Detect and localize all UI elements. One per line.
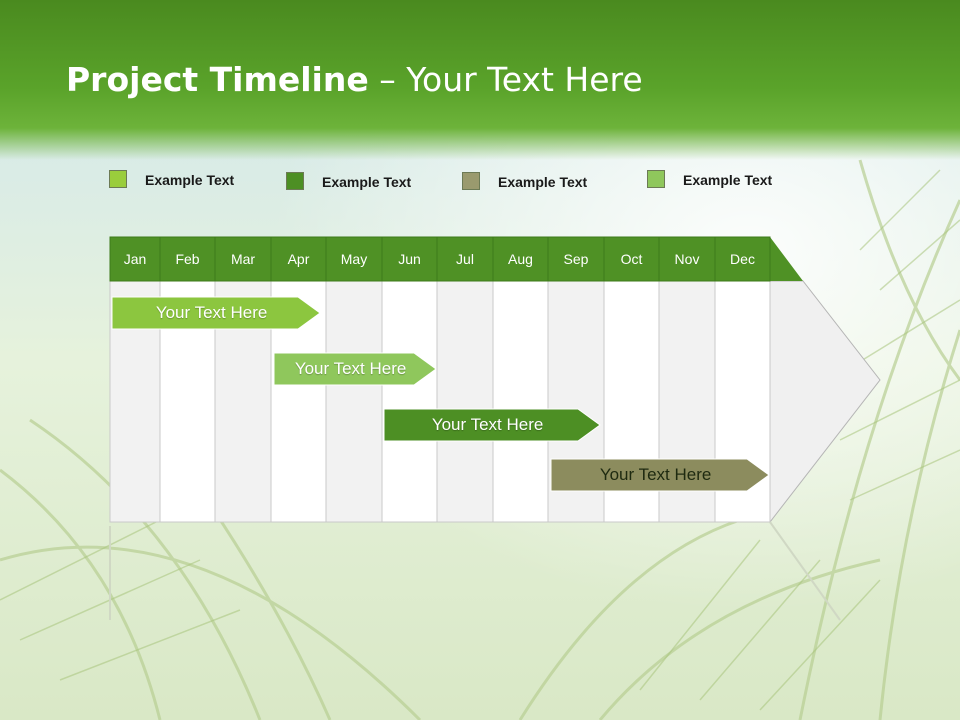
legend-swatch — [647, 170, 665, 188]
page-title: Project Timeline – Your Text Here — [66, 60, 643, 99]
arrow-head-cap — [770, 237, 803, 281]
month-label: Apr — [287, 251, 310, 267]
legend-label: Example Text — [498, 174, 588, 190]
month-label: Aug — [508, 251, 533, 267]
month-label: Sep — [563, 251, 589, 267]
task-bar — [550, 458, 770, 492]
task-label: Your Text Here — [431, 415, 544, 434]
task-bar — [111, 296, 321, 330]
month-label: Feb — [175, 251, 200, 267]
month-label: Nov — [674, 251, 700, 267]
month-header-cell — [714, 236, 771, 282]
month-header-cell — [658, 236, 716, 282]
legend-swatch — [109, 170, 127, 188]
month-label: Jan — [123, 251, 147, 267]
month-label: May — [340, 251, 368, 267]
month-column — [381, 280, 438, 523]
task-label: Your Text Here — [155, 303, 268, 322]
task-label: Your Text Here — [599, 465, 712, 484]
arrow-head — [769, 280, 881, 524]
title-bold: Project Timeline — [66, 60, 369, 99]
task-bar — [383, 408, 601, 442]
legend-swatch — [462, 172, 480, 190]
month-label: Mar — [230, 251, 256, 267]
reflection-line — [769, 521, 841, 621]
month-column — [436, 280, 494, 523]
legend-label: Example Text — [322, 174, 412, 190]
month-header-cell — [492, 236, 549, 282]
month-header-cell — [214, 236, 272, 282]
month-header-cell — [109, 236, 161, 282]
legend-label: Example Text — [683, 172, 773, 188]
task-label: Your Text Here — [294, 359, 407, 378]
title-rest: – Your Text Here — [368, 60, 643, 99]
month-header-cell — [603, 236, 660, 282]
month-column — [325, 280, 383, 523]
month-label: Oct — [620, 251, 643, 267]
task-bar — [273, 352, 437, 386]
month-column — [492, 280, 549, 523]
month-label: Jun — [398, 251, 421, 267]
month-header-cell — [381, 236, 438, 282]
month-label: Dec — [730, 251, 755, 267]
title-band — [0, 0, 960, 160]
legend-swatch — [286, 172, 304, 190]
month-label: Jul — [456, 251, 474, 267]
legend-label: Example Text — [145, 172, 235, 188]
